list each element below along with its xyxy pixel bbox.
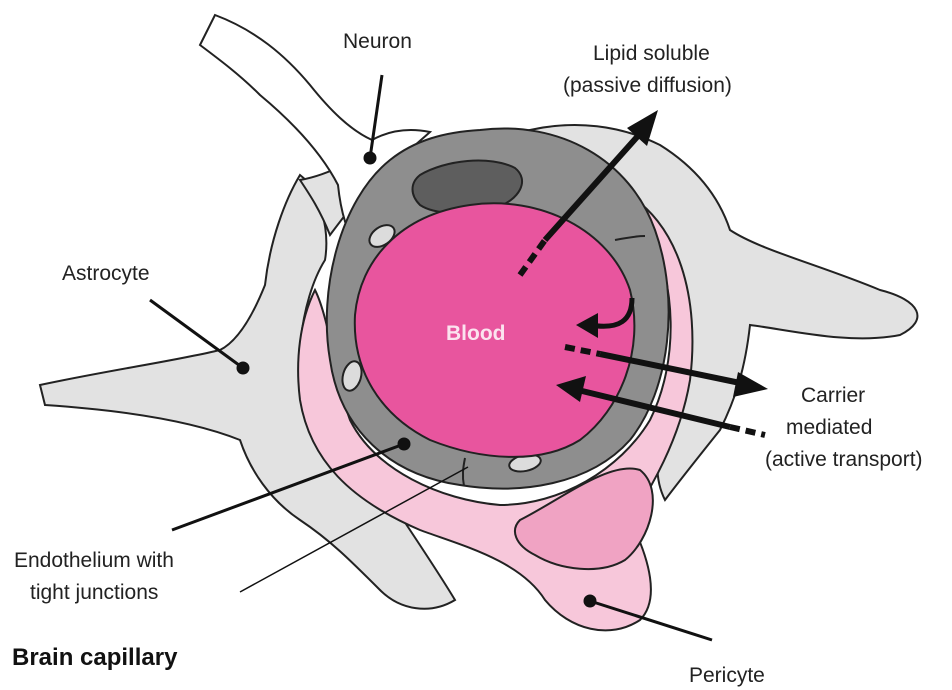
lipid-label-line1: Lipid soluble [593, 42, 710, 65]
astrocyte-dot [237, 362, 249, 374]
carrier-label-line1: Carrier [801, 384, 865, 407]
diagram-title: Brain capillary [12, 644, 178, 671]
carrier-label-line2: mediated [786, 416, 872, 439]
carrier-out-head [733, 372, 768, 397]
neuron-label: Neuron [343, 30, 412, 53]
endothelium-label-line2: tight junctions [30, 581, 158, 604]
endothelium-dot [398, 438, 410, 450]
astrocyte-label: Astrocyte [62, 262, 150, 285]
lipid-label-line2: (passive diffusion) [563, 74, 732, 97]
pericyte-dot [584, 595, 596, 607]
pericyte-label: Pericyte [689, 664, 765, 687]
carrier-in-dashed-tail [730, 427, 765, 435]
blood-label: Blood [446, 322, 505, 345]
carrier-label-line3: (active transport) [765, 448, 923, 471]
endothelium-label-line1: Endothelium with [14, 549, 174, 572]
neuron-dot [364, 152, 376, 164]
